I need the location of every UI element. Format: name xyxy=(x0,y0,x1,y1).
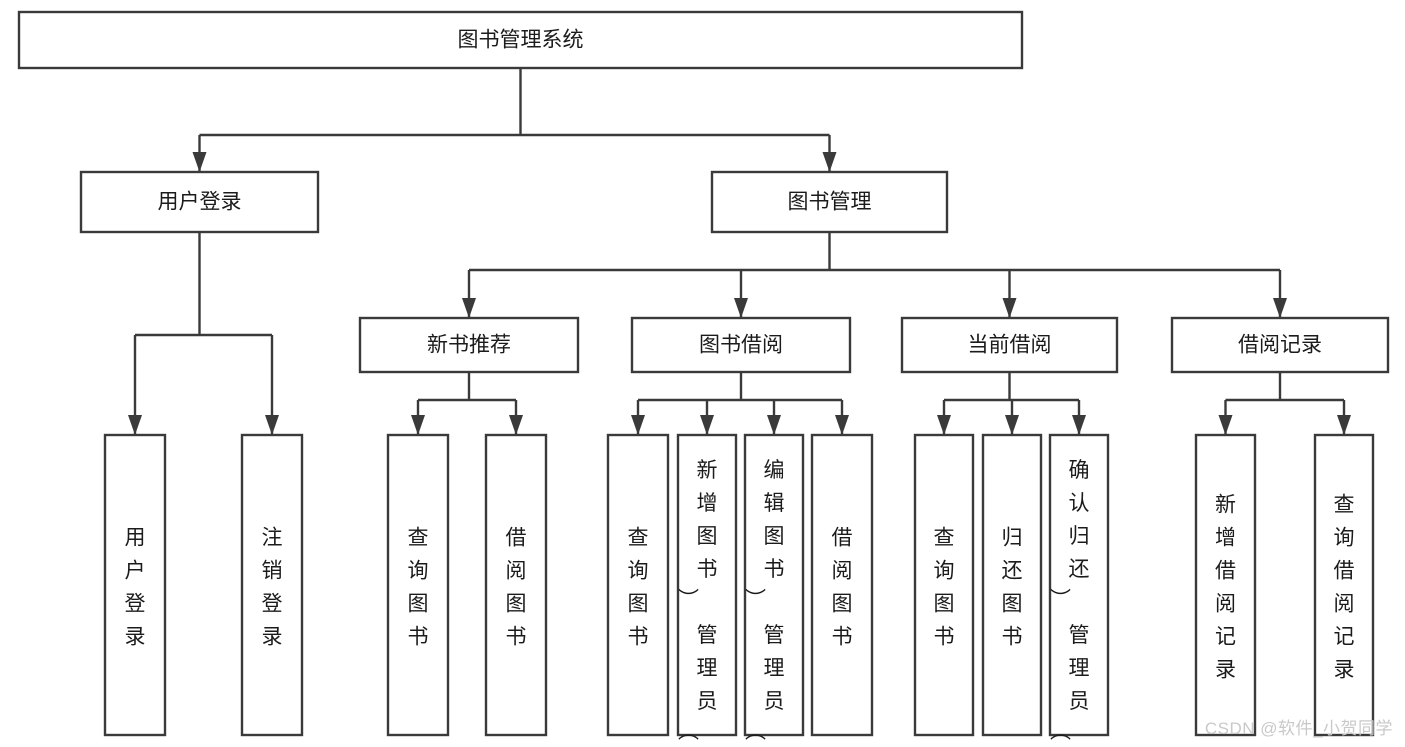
node-查询借阅记录[interactable]: 查询借阅记录 xyxy=(1313,433,1375,737)
node-box[interactable] xyxy=(1194,433,1257,737)
node-box[interactable] xyxy=(240,433,304,737)
node-label: 借阅记录 xyxy=(1238,334,1322,357)
arrow-head-icon xyxy=(509,415,523,435)
node-box[interactable] xyxy=(810,433,874,737)
arrow-head-icon xyxy=(835,415,849,435)
arrow-head-icon xyxy=(1005,415,1019,435)
node-box[interactable] xyxy=(17,10,1024,70)
node-box[interactable] xyxy=(981,433,1043,737)
node-查询图书[interactable]: 查询图书 xyxy=(913,433,975,737)
node-box[interactable] xyxy=(913,433,975,737)
node-label: 新增图书（管理员） xyxy=(679,459,718,741)
node-label: 图书管理系统 xyxy=(458,29,584,52)
node-label: 注销登录 xyxy=(262,527,283,649)
node-label: 归还图书 xyxy=(1002,527,1023,649)
node-label: 确认归还（管理员） xyxy=(1051,459,1090,741)
node-box[interactable] xyxy=(1170,316,1390,374)
node-box[interactable] xyxy=(386,433,450,737)
node-box[interactable] xyxy=(484,433,548,737)
node-label: 查询图书 xyxy=(628,527,649,649)
node-用户登录[interactable]: 用户登录 xyxy=(103,433,167,737)
node-box[interactable] xyxy=(900,316,1119,374)
watermark-label: CSDN @软件_小贺同学 xyxy=(1204,719,1393,738)
node-box[interactable] xyxy=(1048,433,1110,737)
node-label: 编辑图书（管理员） xyxy=(746,459,785,741)
arrow-head-icon xyxy=(411,415,425,435)
node-label: 借阅图书 xyxy=(832,527,853,649)
node-编辑图书管理员[interactable]: 编辑图书（管理员） xyxy=(743,433,805,741)
arrow-head-icon xyxy=(631,415,645,435)
node-label: 图书管理 xyxy=(788,191,872,214)
node-借阅图书[interactable]: 借阅图书 xyxy=(810,433,874,737)
node-归还图书[interactable]: 归还图书 xyxy=(981,433,1043,737)
node-box[interactable] xyxy=(676,433,738,737)
node-label: 查询图书 xyxy=(408,527,429,649)
arrow-head-icon xyxy=(937,415,951,435)
node-图书借阅[interactable]: 图书借阅 xyxy=(630,316,852,374)
node-box[interactable] xyxy=(710,170,949,234)
node-box[interactable] xyxy=(1313,433,1375,737)
arrow-head-icon xyxy=(462,298,476,318)
arrow-head-icon xyxy=(734,298,748,318)
node-新书推荐[interactable]: 新书推荐 xyxy=(358,316,580,374)
arrow-head-icon xyxy=(822,152,837,172)
arrow-head-icon xyxy=(1218,415,1233,435)
node-注销登录[interactable]: 注销登录 xyxy=(240,433,304,737)
arrow-head-icon xyxy=(1273,298,1287,318)
arrow-head-icon xyxy=(265,415,279,435)
node-label: 用户登录 xyxy=(158,191,242,214)
arrow-head-icon xyxy=(128,415,142,435)
node-box[interactable] xyxy=(358,316,580,374)
node-当前借阅[interactable]: 当前借阅 xyxy=(900,316,1119,374)
arrow-head-icon xyxy=(767,415,781,435)
node-box[interactable] xyxy=(103,433,167,737)
node-label: 用户登录 xyxy=(125,527,146,649)
arrow-head-icon xyxy=(700,415,714,435)
node-box[interactable] xyxy=(630,316,852,374)
arrow-head-icon xyxy=(1002,298,1017,318)
node-确认归还管理员[interactable]: 确认归还（管理员） xyxy=(1048,433,1110,741)
node-box[interactable] xyxy=(606,433,670,737)
node-label: 借阅图书 xyxy=(506,527,527,649)
node-新增借阅记录[interactable]: 新增借阅记录 xyxy=(1194,433,1257,737)
node-label: 新书推荐 xyxy=(427,334,511,357)
node-label: 当前借阅 xyxy=(968,334,1052,357)
node-box[interactable] xyxy=(743,433,805,737)
node-借阅图书[interactable]: 借阅图书 xyxy=(484,433,548,737)
arrow-head-icon xyxy=(1072,415,1086,435)
node-box[interactable] xyxy=(79,170,320,234)
node-label: 新增借阅记录 xyxy=(1215,494,1236,682)
node-图书管理系统[interactable]: 图书管理系统 xyxy=(17,10,1024,70)
node-借阅记录[interactable]: 借阅记录 xyxy=(1170,316,1390,374)
node-用户登录[interactable]: 用户登录 xyxy=(79,170,320,234)
node-图书管理[interactable]: 图书管理 xyxy=(710,170,949,234)
node-label: 查询借阅记录 xyxy=(1334,494,1355,682)
node-查询图书[interactable]: 查询图书 xyxy=(606,433,670,737)
arrow-head-icon xyxy=(192,152,207,172)
node-查询图书[interactable]: 查询图书 xyxy=(386,433,450,737)
arrow-head-icon xyxy=(1337,415,1351,435)
node-label: 查询图书 xyxy=(934,527,955,649)
node-label: 图书借阅 xyxy=(699,334,783,357)
node-新增图书管理员[interactable]: 新增图书（管理员） xyxy=(676,433,738,741)
